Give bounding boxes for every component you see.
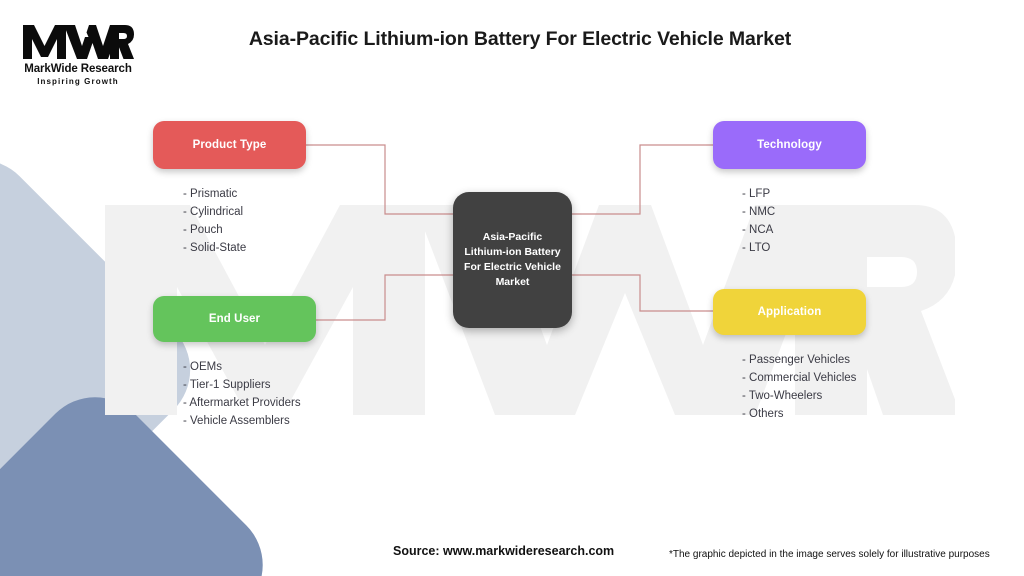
group-end-user-pill[interactable]: End User: [153, 296, 316, 342]
connector-product-type: [306, 144, 453, 215]
list-item: - Prismatic: [183, 188, 238, 200]
page-title: Asia-Pacific Lithium-ion Battery For Ele…: [248, 28, 792, 50]
group-application-items: - Passenger Vehicles - Commercial Vehicl…: [713, 351, 866, 424]
group-application-pill[interactable]: Application: [713, 289, 866, 335]
brand-tagline: Inspiring Growth: [37, 77, 119, 86]
list-item: - LTO: [742, 242, 771, 255]
group-end-user-label: End User: [208, 313, 261, 325]
mwr-monogram-icon: [23, 25, 134, 59]
list-item: - Commercial Vehicles: [742, 372, 857, 385]
source-note: Source: www.markwideresearch.com: [393, 544, 615, 558]
list-item: - Vehicle Assemblers: [183, 415, 290, 428]
group-technology-pill[interactable]: Technology: [713, 121, 866, 169]
list-item: - Tier-1 Suppliers: [183, 379, 271, 392]
center-node-label: Asia-Pacific Lithium-ion Battery For Ele…: [464, 231, 561, 288]
group-technology-label: Technology: [757, 139, 822, 151]
brand-logo: MarkWide Research Inspiring Growth: [18, 22, 138, 88]
group-product-type: Product Type - Prismatic - Cylindrical -…: [153, 121, 306, 258]
connector-end-user: [316, 274, 453, 321]
group-product-type-items: - Prismatic - Cylindrical - Pouch - Soli…: [153, 185, 306, 258]
list-item: - OEMs: [183, 361, 222, 373]
list-item: - LFP: [742, 188, 771, 200]
disclaimer-note: *The graphic depicted in the image serve…: [669, 549, 990, 560]
group-end-user: End User - OEMs - Tier-1 Suppliers - Aft…: [153, 296, 316, 431]
group-application: Application - Passenger Vehicles - Comme…: [713, 289, 866, 424]
list-item: - Cylindrical: [183, 206, 244, 219]
center-node: Asia-Pacific Lithium-ion Battery For Ele…: [453, 192, 572, 328]
list-item: - Others: [742, 408, 784, 421]
connector-application: [572, 274, 713, 312]
list-item: - Passenger Vehicles: [742, 354, 851, 366]
group-application-label: Application: [757, 306, 822, 318]
list-item: - NMC: [742, 206, 776, 219]
group-technology: Technology - LFP - NMC - NCA - LTO: [713, 121, 866, 258]
group-product-type-label: Product Type: [192, 139, 267, 151]
group-technology-items: - LFP - NMC - NCA - LTO: [713, 185, 866, 258]
list-item: - NCA: [742, 224, 774, 237]
group-product-type-pill[interactable]: Product Type: [153, 121, 306, 169]
list-item: - Aftermarket Providers: [183, 397, 301, 410]
list-item: - Two-Wheelers: [742, 390, 823, 403]
brand-name: MarkWide Research: [24, 63, 132, 75]
list-item: - Solid-State: [183, 242, 247, 255]
group-end-user-items: - OEMs - Tier-1 Suppliers - Aftermarket …: [153, 358, 316, 431]
connector-technology: [572, 144, 713, 215]
list-item: - Pouch: [183, 224, 223, 237]
